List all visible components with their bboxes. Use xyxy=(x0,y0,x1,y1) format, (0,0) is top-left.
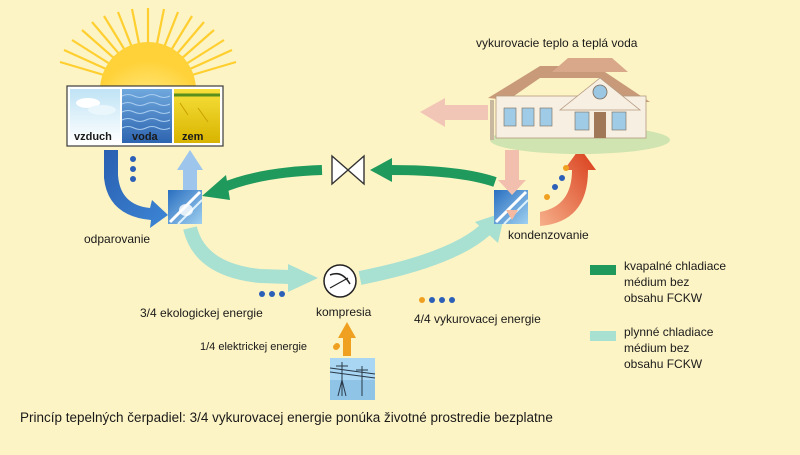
caption: Princíp tepelných čerpadiel: 3/4 vykurov… xyxy=(20,410,553,425)
power-line-image xyxy=(329,358,376,400)
compressor-icon xyxy=(323,264,357,298)
electric-energy-label: 1/4 elektrickej energie xyxy=(200,341,308,353)
source-heat-arrow xyxy=(104,150,168,228)
evaporation-label: odparovanie xyxy=(84,232,151,246)
legend-gas-line: médium bez xyxy=(624,341,690,355)
evaporator-icon xyxy=(168,190,203,225)
liquid-line-to-evaporator xyxy=(220,165,323,193)
heat-return-arrow xyxy=(498,150,526,195)
water-panel xyxy=(122,89,172,143)
air-label: vzduch xyxy=(74,131,112,143)
electric-dot xyxy=(334,343,340,349)
compression-label: kompresia xyxy=(316,305,372,319)
expansion-valve-icon xyxy=(331,154,365,186)
water-label: voda xyxy=(132,131,158,143)
heating-energy-label: 4/4 vykurovacej energie xyxy=(414,312,541,326)
electric-input-arrow xyxy=(333,322,356,356)
legend-liquid-swatch xyxy=(590,265,616,275)
legend-gas-text: plynné chladiace médium bez obsahu FCKW xyxy=(624,324,774,372)
source-energy-dots xyxy=(130,156,136,182)
legend-gas-swatch xyxy=(590,331,616,341)
legend-gas-line: plynné chladiace xyxy=(624,325,714,339)
legend-liquid-line: kvapalné chladiace xyxy=(624,259,727,273)
condenser-energy-dots xyxy=(544,165,569,200)
legend-liquid-line: obsahu FCKW xyxy=(624,291,703,305)
legend-liquid-line: médium bez xyxy=(624,275,690,289)
return-arrow xyxy=(177,150,203,192)
heat-loss-arrow xyxy=(420,98,488,127)
heating-output-arrow xyxy=(540,148,596,226)
house-icon xyxy=(488,58,670,154)
earth-label: zem xyxy=(182,131,204,143)
condensation-label: kondenzovanie xyxy=(508,228,589,242)
gas-line-to-compressor xyxy=(183,226,291,284)
earth-panel xyxy=(174,89,220,143)
eco-energy-label: 3/4 ekologickej energie xyxy=(140,306,263,320)
heating-label: vykurovacie teplo a teplá voda xyxy=(476,36,638,50)
heating-energy-dots xyxy=(419,297,455,303)
legend-liquid-text: kvapalné chladiace médium bez obsahu FCK… xyxy=(624,258,774,306)
liquid-line-to-valve xyxy=(389,165,497,187)
condenser-icon xyxy=(494,190,529,225)
gas-line-to-condenser xyxy=(358,220,496,285)
eco-energy-dots xyxy=(259,291,285,297)
air-panel xyxy=(70,89,120,143)
legend-gas-line: obsahu FCKW xyxy=(624,357,703,371)
